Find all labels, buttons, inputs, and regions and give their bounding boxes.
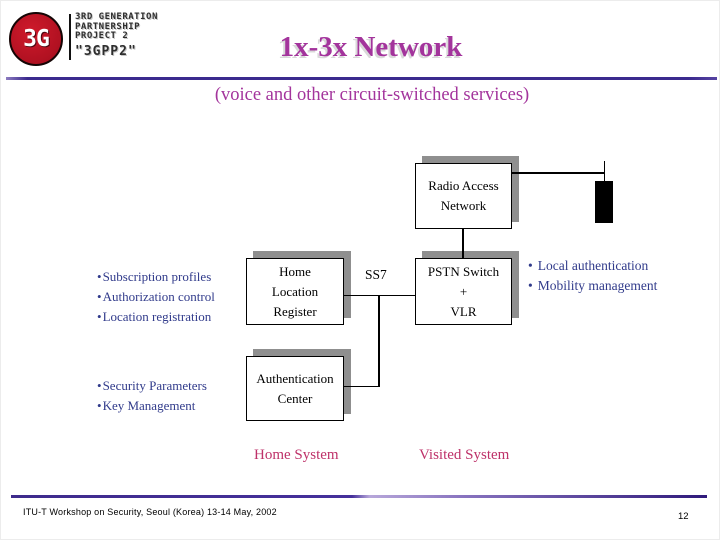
box-line: Center	[277, 390, 313, 406]
box-line: Home	[279, 263, 311, 279]
bullet-icon: •	[97, 398, 102, 413]
bullet-list-hlr-functions: •Subscription profiles •Authorization co…	[97, 267, 215, 327]
box-home-location-register: Home Location Register	[246, 258, 344, 325]
region-label-home-system: Home System	[254, 447, 339, 463]
logo-badge-text: 3G	[23, 26, 50, 52]
box-authentication-center: Authentication Center	[246, 356, 344, 421]
bullet-item: •Location registration	[97, 307, 215, 327]
connector-ran-to-terminal	[511, 172, 605, 174]
box-radio-access-network: Radio Access Network	[415, 163, 512, 229]
footer-rule	[11, 495, 707, 498]
bullet-item: •Key Management	[97, 396, 207, 416]
logo-acronym: "3GPP2"	[75, 43, 137, 59]
bullet-item: •Authorization control	[97, 287, 215, 307]
bullet-text: Location registration	[102, 309, 212, 324]
bullet-icon: •	[528, 258, 533, 273]
bullet-list-auc-functions: •Security Parameters •Key Management	[97, 376, 207, 416]
mobile-terminal-icon	[595, 181, 613, 223]
bullet-icon: •	[97, 289, 102, 304]
box-line: VLR	[450, 303, 477, 319]
logo-divider	[69, 14, 71, 60]
bullet-text: Local authentication	[537, 258, 649, 273]
box-pstn-switch-vlr: PSTN Switch + VLR	[415, 258, 512, 325]
bullet-icon: •	[528, 278, 533, 293]
region-label-visited-system: Visited System	[419, 447, 510, 463]
bullet-icon: •	[97, 309, 102, 324]
connector-terminal-stub	[603, 161, 605, 181]
logo-org-line: 3RD GENERATION	[75, 12, 158, 22]
footer-workshop-text: ITU-T Workshop on Security, Seoul (Korea…	[23, 507, 277, 517]
3gpp2-logo: 3G 3RD GENERATION PARTNERSHIP PROJECT 2 …	[9, 10, 158, 66]
link-label-ss7: SS7	[365, 267, 387, 282]
connector-ss7-to-auc-vertical	[378, 295, 380, 387]
box-line: Register	[273, 303, 317, 319]
box-line: +	[459, 283, 468, 299]
logo-org-line: PROJECT 2	[75, 31, 129, 41]
bullet-icon: •	[97, 378, 102, 393]
page-title: 1x-3x Network	[279, 31, 463, 63]
bullet-list-visited-functions: • Local authentication • Mobility manageme…	[528, 256, 657, 296]
connector-hlr-to-pstn	[344, 294, 415, 296]
page-subtitle: (voice and other circuit-switched servic…	[214, 85, 530, 105]
bullet-item: •Security Parameters	[97, 376, 207, 396]
bullet-text: Subscription profiles	[102, 269, 212, 284]
bullet-text: Authorization control	[102, 289, 215, 304]
page-number: 12	[678, 511, 689, 522]
box-line: Authentication	[256, 370, 334, 386]
connector-ran-to-pstn	[462, 229, 464, 259]
bullet-item: • Local authentication	[528, 256, 657, 276]
connector-auc-horizontal	[344, 385, 379, 387]
bullet-item: • Mobility management	[528, 276, 657, 296]
box-line: Network	[440, 198, 487, 213]
box-line: Location	[271, 283, 319, 299]
bullet-item: •Subscription profiles	[97, 267, 215, 287]
3g-logo-icon: 3G	[9, 12, 63, 66]
box-line: PSTN Switch	[427, 263, 500, 279]
bullet-text: Mobility management	[537, 278, 658, 293]
bullet-icon: •	[97, 269, 102, 284]
header-rule	[6, 77, 717, 80]
logo-text-block: 3RD GENERATION PARTNERSHIP PROJECT 2 "3G…	[75, 10, 158, 59]
logo-org-line: PARTNERSHIP	[75, 21, 141, 32]
bullet-text: Key Management	[102, 398, 196, 413]
bullet-text: Security Parameters	[102, 378, 207, 393]
box-line: Radio Access	[428, 178, 499, 193]
